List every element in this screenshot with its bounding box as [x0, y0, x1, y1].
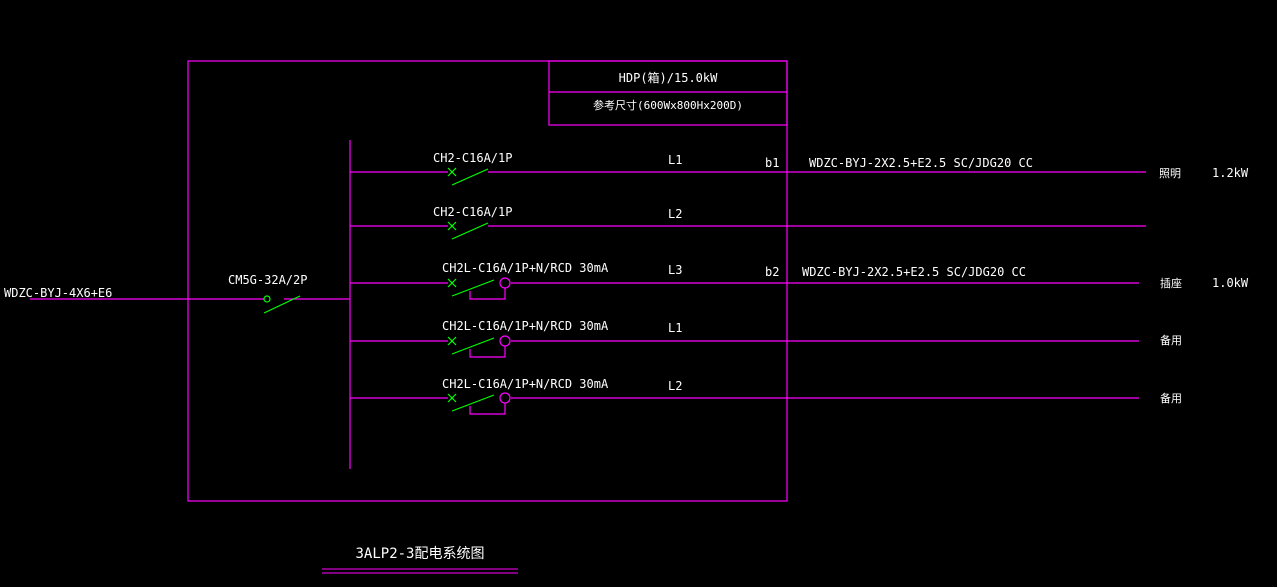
- panel-enclosure: [187, 60, 788, 502]
- phase-label: L1: [668, 321, 682, 335]
- breaker-label: CH2L-C16A/1P+N/RCD 30mA: [442, 319, 609, 333]
- power-label: 1.2kW: [1212, 166, 1249, 180]
- phase-label: L2: [668, 379, 682, 393]
- cable-label: WDZC-BYJ-2X2.5+E2.5 SC/JDG20 CC: [809, 156, 1033, 170]
- drawing-title: 3ALP2-3配电系统图: [322, 546, 518, 574]
- incoming-breaker-symbol: [263, 295, 301, 314]
- rcd-breaker-symbol: [447, 335, 511, 358]
- breaker-symbol: [447, 167, 489, 186]
- incoming-feeder: WDZC-BYJ-4X6+E6 CM5G-32A/2P: [4, 273, 350, 314]
- load-label: 备用: [1160, 391, 1182, 405]
- circuit-2: CH2-C16A/1P L2: [350, 205, 1146, 240]
- load-label: 照明: [1159, 167, 1181, 180]
- breaker-label: CH2-C16A/1P: [433, 205, 512, 219]
- circuit-4: CH2L-C16A/1P+N/RCD 30mA L1 备用: [350, 319, 1182, 358]
- rcd-breaker-symbol: [447, 277, 511, 300]
- cable-label: WDZC-BYJ-2X2.5+E2.5 SC/JDG20 CC: [802, 265, 1026, 279]
- circuit-id-label: b2: [765, 265, 779, 279]
- breaker-label: CH2L-C16A/1P+N/RCD 30mA: [442, 261, 609, 275]
- circuit-5: CH2L-C16A/1P+N/RCD 30mA L2 备用: [350, 377, 1182, 415]
- breaker-symbol: [447, 221, 489, 240]
- incoming-breaker-label: CM5G-32A/2P: [228, 273, 307, 287]
- incoming-cable-label: WDZC-BYJ-4X6+E6: [4, 286, 112, 300]
- panel-title-block: HDP(箱)/15.0kW 参考尺寸(600Wx800Hx200D): [548, 60, 788, 126]
- panel-size: 参考尺寸(600Wx800Hx200D): [593, 98, 743, 112]
- power-label: 1.0kW: [1212, 276, 1249, 290]
- load-label: 插座: [1160, 276, 1182, 290]
- breaker-label: CH2-C16A/1P: [433, 151, 512, 165]
- circuit-1: CH2-C16A/1P L1 b1 WDZC-BYJ-2X2.5+E2.5 SC…: [350, 151, 1249, 186]
- phase-label: L2: [668, 207, 682, 221]
- rcd-breaker-symbol: [447, 392, 511, 415]
- circuit-3: CH2L-C16A/1P+N/RCD 30mA L3 b2 WDZC-BYJ-2…: [350, 261, 1249, 300]
- phase-label: L3: [668, 263, 682, 277]
- load-label: 备用: [1160, 333, 1182, 347]
- circuit-id-label: b1: [765, 156, 779, 170]
- phase-label: L1: [668, 153, 682, 167]
- drawing-title-text: 3ALP2-3配电系统图: [355, 546, 484, 562]
- panel-name: HDP(箱)/15.0kW: [619, 70, 718, 85]
- breaker-label: CH2L-C16A/1P+N/RCD 30mA: [442, 377, 609, 391]
- panel-title-box: [548, 60, 788, 126]
